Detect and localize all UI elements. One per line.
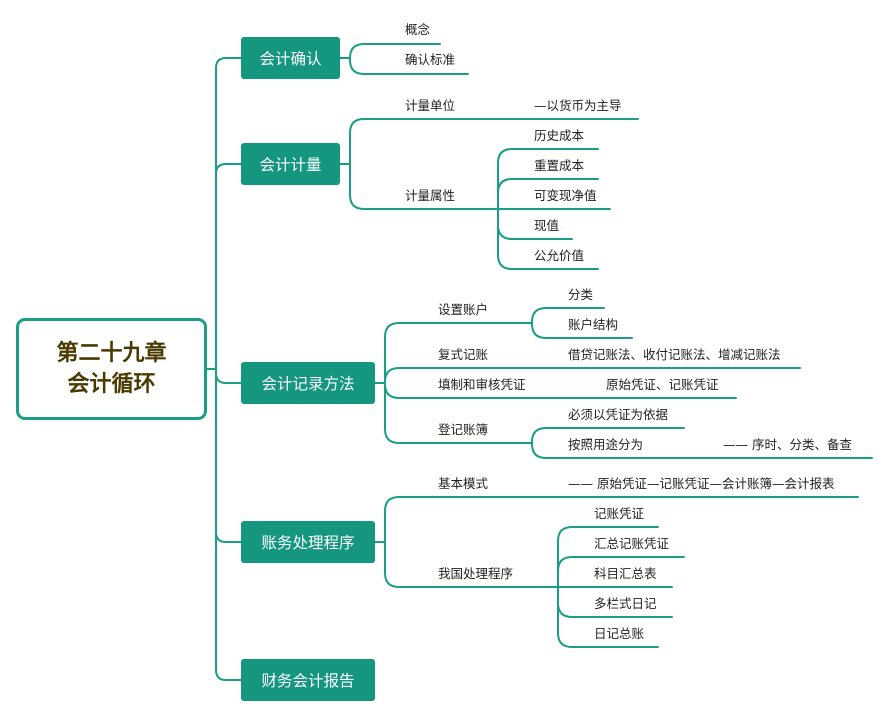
- node-basic-mode[interactable]: 基本模式: [438, 476, 489, 491]
- node-proc-multi-column-journal[interactable]: 多栏式日记: [594, 596, 657, 611]
- node-proc-voucher[interactable]: 记账凭证: [594, 506, 645, 521]
- fan-attributes-3: [487, 208, 525, 240]
- node-concept[interactable]: 概念: [405, 22, 431, 37]
- branch-reporting-label: 财务会计报告: [261, 672, 355, 690]
- fan-books-0: [521, 427, 559, 444]
- fan-attributes-4: [487, 208, 525, 270]
- node-voucher-types[interactable]: 原始凭证、记账凭证: [606, 377, 719, 392]
- fan-domestic-0: [547, 526, 585, 588]
- branch-recording[interactable]: 会计记录方法: [241, 362, 375, 404]
- node-books[interactable]: 登记账簿: [438, 422, 489, 437]
- node-basic-mode-flow[interactable]: —— 原始凭证—记账凭证—会计账簿—会计报表: [568, 476, 835, 491]
- trunk-4: [215, 368, 242, 681]
- branch-recognition-label: 会计确认: [259, 50, 322, 68]
- trunk-0: [215, 57, 242, 370]
- fan-processing-0: [374, 496, 429, 543]
- fan-accounts-1: [521, 322, 559, 339]
- node-domestic-procedures[interactable]: 我国处理程序: [438, 566, 514, 581]
- node-proc-summary-voucher[interactable]: 汇总记账凭证: [594, 536, 670, 551]
- fan-books-1: [521, 442, 559, 459]
- fan-attributes-0: [487, 148, 525, 210]
- fan-domestic-3: [547, 586, 585, 618]
- node-measure-unit-value[interactable]: —以货币为主导: [534, 98, 622, 113]
- trunk-2: [215, 368, 242, 384]
- root-title-line2: 会计循环: [67, 372, 156, 397]
- node-books-types[interactable]: —— 序时、分类、备查: [723, 437, 852, 452]
- branch-recording-label: 会计记录方法: [261, 375, 355, 393]
- fan-recording-0: [374, 322, 429, 384]
- node-set-accounts[interactable]: 设置账户: [438, 302, 489, 317]
- branch-measurement-label: 会计计量: [259, 156, 322, 174]
- node-books-by-use[interactable]: 按照用途分为: [568, 437, 644, 452]
- trunk-1: [215, 163, 242, 370]
- node-double-entry[interactable]: 复式记账: [438, 347, 489, 362]
- node-attr-net-realizable[interactable]: 可变现净值: [534, 188, 597, 203]
- fan-recognition-1: [339, 57, 396, 75]
- root-title-line1: 第二十九章: [56, 341, 167, 366]
- fan-recording-2: [374, 382, 429, 399]
- node-attr-present-value[interactable]: 现值: [534, 218, 560, 233]
- branch-measurement[interactable]: 会计计量: [241, 143, 340, 185]
- fan-recognition-0: [339, 43, 396, 59]
- node-account-structure[interactable]: 账户结构: [568, 317, 619, 332]
- fan-measurement-0: [339, 118, 396, 165]
- branch-recognition[interactable]: 会计确认: [241, 37, 340, 79]
- node-books-basis[interactable]: 必须以凭证为依据: [568, 407, 669, 422]
- node-attr-historical-cost[interactable]: 历史成本: [534, 128, 585, 143]
- node-attr-replacement-cost[interactable]: 重置成本: [534, 158, 585, 173]
- node-classification[interactable]: 分类: [568, 287, 594, 302]
- node-vouchers[interactable]: 填制和审核凭证: [438, 377, 526, 392]
- fan-processing-1: [374, 541, 429, 588]
- fan-recording-1: [374, 367, 429, 384]
- fan-recording-3: [374, 382, 429, 444]
- node-measure-unit[interactable]: 计量单位: [405, 98, 456, 113]
- branch-processing[interactable]: 账务处理程序: [241, 521, 375, 563]
- fan-domestic-4: [547, 586, 585, 648]
- fan-attributes-1: [487, 178, 525, 210]
- fan-accounts-0: [521, 307, 559, 324]
- node-criteria[interactable]: 确认标准: [405, 52, 456, 67]
- node-proc-journal-ledger[interactable]: 日记总账: [594, 626, 645, 641]
- node-proc-account-summary[interactable]: 科目汇总表: [594, 566, 657, 581]
- trunk-3: [215, 368, 242, 543]
- branch-reporting[interactable]: 财务会计报告: [241, 659, 375, 701]
- root-node[interactable]: 第二十九章 会计循环: [16, 318, 207, 420]
- node-measure-attributes[interactable]: 计量属性: [405, 188, 456, 203]
- node-attr-fair-value[interactable]: 公允价值: [534, 248, 585, 263]
- fan-measurement-1: [339, 163, 396, 210]
- node-double-entry-methods[interactable]: 借贷记账法、收付记账法、增减记账法: [568, 347, 781, 362]
- fan-domestic-1: [547, 556, 585, 588]
- branch-processing-label: 账务处理程序: [261, 534, 355, 552]
